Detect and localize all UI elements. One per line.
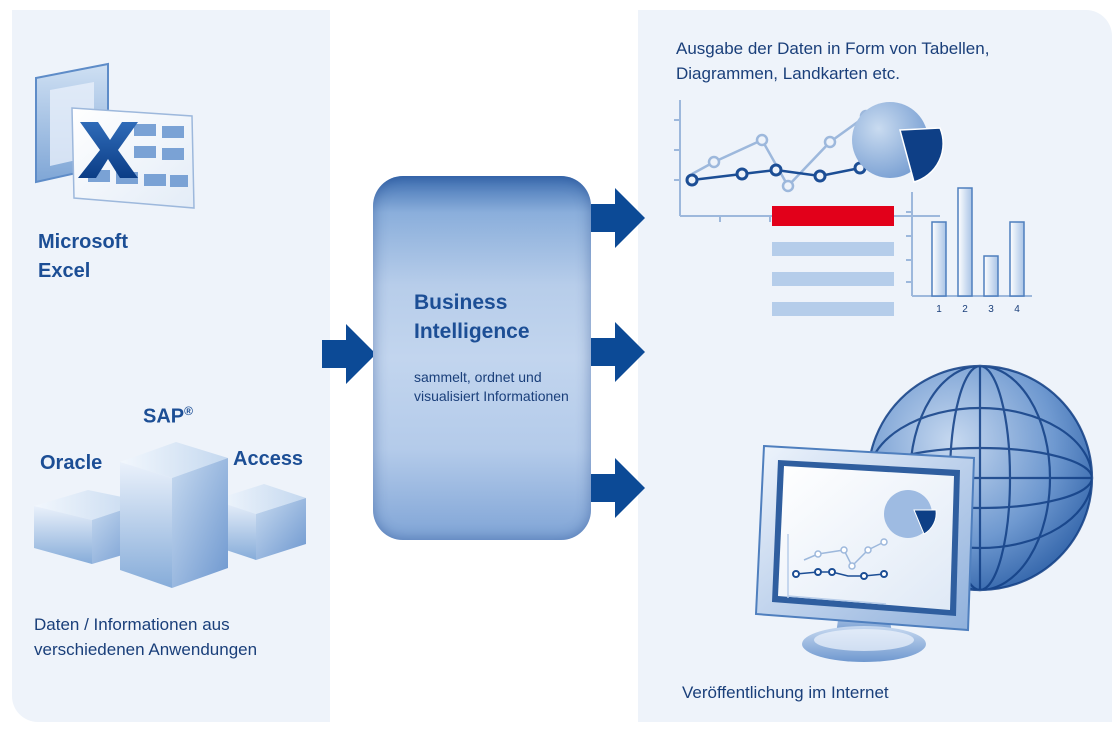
- excel-label: Microsoft Excel: [38, 231, 128, 282]
- business-intelligence-box: Business Intelligence sammelt, ordnet un…: [373, 176, 591, 540]
- bar-tick-1: 1: [936, 304, 942, 315]
- bi-description: sammelt, ordnet und visualisiert Informa…: [414, 369, 569, 404]
- database-cubes-icon: [34, 442, 306, 588]
- output-caption: Ausgabe der Daten in Form von Tabellen, …: [676, 39, 990, 83]
- registered-mark: ®: [184, 404, 193, 418]
- bar-tick-2: 2: [962, 304, 968, 315]
- table-illustration: [772, 206, 894, 316]
- excel-icon: [35, 62, 195, 209]
- monitor-icon: [754, 444, 976, 662]
- sap-label: SAP®: [143, 404, 193, 429]
- oracle-label: Oracle: [40, 452, 103, 474]
- bi-title: Business Intelligence: [414, 291, 530, 343]
- bar-tick-3: 3: [988, 304, 994, 315]
- pie-chart-icon: [852, 102, 944, 183]
- input-arrow-icon: [322, 324, 376, 384]
- sources-caption: Daten / Informationen aus verschiedenen …: [34, 615, 258, 659]
- output-arrow-middle-icon: [591, 322, 645, 382]
- sap-label-text: SAP: [143, 405, 185, 428]
- access-label: Access: [233, 448, 304, 470]
- internet-caption: Veröffentlichung im Internet: [682, 683, 889, 702]
- bar-tick-4: 4: [1014, 304, 1020, 315]
- output-arrow-bottom-icon: [591, 458, 645, 518]
- bar-chart-illustration: 1 2 3 4: [906, 187, 1032, 315]
- output-arrow-top-icon: [591, 188, 645, 248]
